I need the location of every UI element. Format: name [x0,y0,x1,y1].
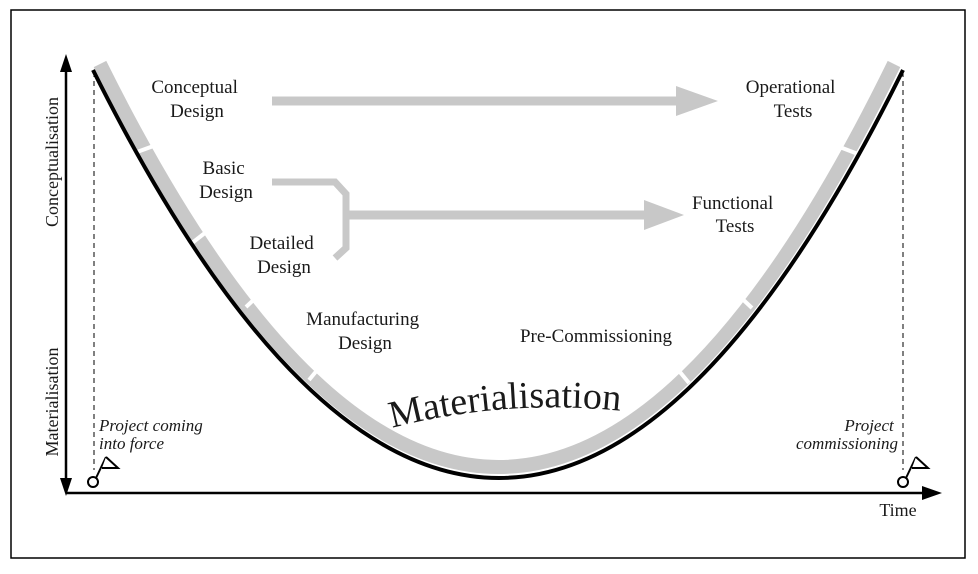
y-axis-label-lower: Materialisation [42,348,62,457]
y-axis-arrow-up [60,54,72,72]
arrow-bracket-design [272,178,350,261]
arrowhead-operational [676,86,718,116]
label-end-milestone: Project commissioning [796,416,898,453]
x-axis-label: Time [879,500,916,520]
label-conceptual-design: Conceptual Design [151,77,242,122]
end-flag-icon [897,456,931,488]
label-basic-design: Basic Design [199,158,253,203]
verification-arrows [272,86,718,261]
y-axis-label-upper: Conceptualisation [42,97,62,227]
label-functional-tests: Functional Tests [692,193,778,237]
phase-separators [136,142,859,385]
label-start-milestone: Project coming into force [98,416,207,453]
project-curve [91,69,905,480]
figure-frame [10,9,966,559]
label-detailed-design: Detailed Design [249,233,318,278]
label-operational-tests: Operational Tests [746,77,840,122]
label-manufacturing-design: Manufacturing Design [306,309,424,354]
y-axis-arrow-down [60,478,72,496]
axes [60,54,942,500]
start-flag-icon [87,456,121,488]
phase-band [93,60,901,474]
label-pre-commissioning: Pre-Commissioning [520,326,673,347]
x-axis-arrow [922,486,942,500]
curve-label: Materialisation [385,374,624,436]
arrowhead-functional [644,200,684,230]
